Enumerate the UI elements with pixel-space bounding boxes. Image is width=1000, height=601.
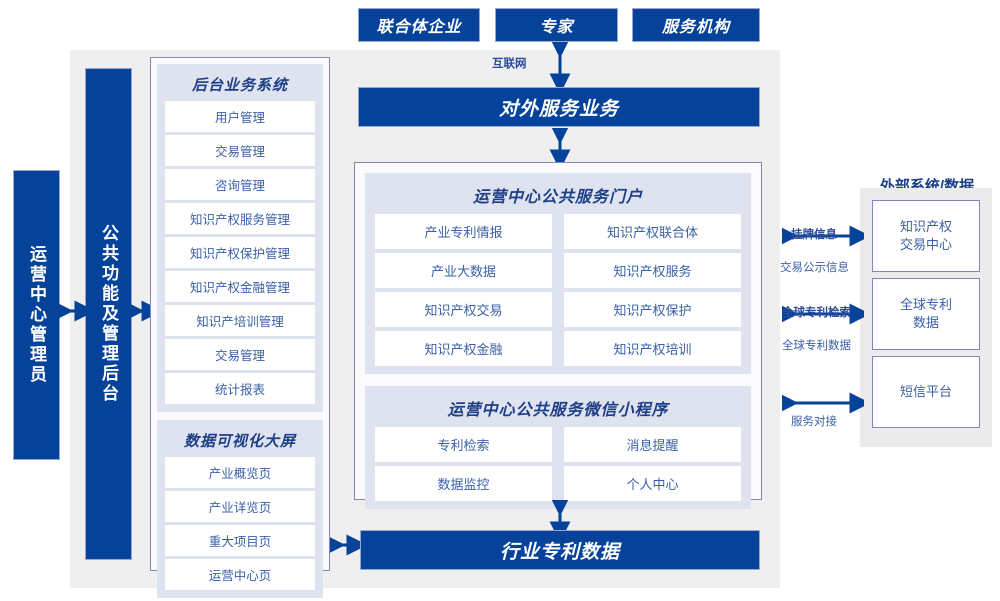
connector-label-transaction-public-info: 交易公示信息 <box>780 262 849 274</box>
external-box-global-patent-data-line2: 数据 <box>912 315 939 330</box>
portal-item-ip-service[interactable]: 知识产权服务 <box>564 253 741 288</box>
external-box-global-patent-data[interactable]: 全球专利 数据 <box>872 278 980 350</box>
external-box-ip-trading-center[interactable]: 知识产权 交易中心 <box>872 200 980 272</box>
miniprogram-item-message-reminder[interactable]: 消息提醒 <box>564 427 741 462</box>
miniprogram-item-personal-center[interactable]: 个人中心 <box>564 466 741 501</box>
backoffice-item-ip-protection-management[interactable]: 知识产权保护管理 <box>165 237 315 268</box>
backoffice-item-consulting-management[interactable]: 咨询管理 <box>165 169 315 200</box>
portal-panel-title: 运营中心公共服务门户 <box>472 189 643 206</box>
backoffice-item-transaction-management-2[interactable]: 交易管理 <box>165 339 315 370</box>
internet-connector-arrow <box>549 42 571 88</box>
dataviz-item-industry-detail[interactable]: 产业详览页 <box>165 491 315 522</box>
backoffice-item-transaction-management[interactable]: 交易管理 <box>165 135 315 166</box>
external-box-sms-platform-line1: 短信平台 <box>899 384 952 400</box>
dataviz-item-major-projects[interactable]: 重大项目页 <box>165 525 315 556</box>
portal-item-industry-patent-intel[interactable]: 产业专利情报 <box>375 214 552 249</box>
portal-item-ip-protection[interactable]: 知识产权保护 <box>564 292 741 327</box>
portal-item-grid: 产业专利情报 知识产权联合体 产业大数据 知识产权服务 知识产权交易 知识产权保… <box>375 214 741 366</box>
backend-to-backoffice-arrow <box>130 300 154 322</box>
rail-operations-center-admin[interactable]: 运营中心管理员 <box>13 170 60 460</box>
rail-common-function-backend[interactable]: 公共功能及管理后台 <box>85 68 132 560</box>
service-to-portal-arrow <box>549 128 571 164</box>
dataviz-item-industry-overview[interactable]: 产业概览页 <box>165 457 315 488</box>
industry-patent-data-bar[interactable]: 行业专利数据 <box>360 530 760 570</box>
external-systems-panel: 知识产权 交易中心 全球专利 数据 短信平台 <box>860 188 992 447</box>
connector-label-global-patent-data: 全球专利数据 <box>782 340 851 352</box>
portal-item-ip-finance[interactable]: 知识产权金融 <box>375 331 552 366</box>
public-service-portal-panel: 运营中心公共服务门户 产业专利情报 知识产权联合体 产业大数据 知识产权服务 知… <box>365 173 751 374</box>
portal-to-patentdata-arrow <box>549 500 571 536</box>
portal-container: 运营中心公共服务门户 产业专利情报 知识产权联合体 产业大数据 知识产权服务 知… <box>354 162 762 509</box>
portal-item-industry-bigdata[interactable]: 产业大数据 <box>375 253 552 288</box>
actor-box-union-enterprise[interactable]: 联合体企业 <box>358 8 480 42</box>
backoffice-container: 后台业务系统 用户管理 交易管理 咨询管理 知识产权服务管理 知识产权保护管理 … <box>150 57 330 598</box>
external-box-ip-trading-center-line1: 知识产权 <box>899 219 952 235</box>
backoffice-item-ip-service-management[interactable]: 知识产权服务管理 <box>165 203 315 234</box>
miniprogram-item-patent-search[interactable]: 专利检索 <box>375 427 552 462</box>
miniprogram-item-data-monitoring[interactable]: 数据监控 <box>375 466 552 501</box>
actor-box-service-agency[interactable]: 服务机构 <box>632 8 760 42</box>
external-service-business-bar[interactable]: 对外服务业务 <box>358 87 760 127</box>
connector-sms-arrow <box>782 392 864 414</box>
backoffice-item-statistics-report[interactable]: 统计报表 <box>165 373 315 404</box>
miniprogram-panel-title: 运营中心公共服务微信小程序 <box>447 402 669 419</box>
connector-label-service-docking: 服务对接 <box>791 416 837 428</box>
backoffice-business-system-panel: 后台业务系统 用户管理 交易管理 咨询管理 知识产权服务管理 知识产权保护管理 … <box>157 64 323 412</box>
backoffice-item-ip-finance-management[interactable]: 知识产权金融管理 <box>165 271 315 302</box>
external-box-ip-trading-center-line2: 交易中心 <box>899 237 952 252</box>
backoffice-panel-title: 后台业务系统 <box>191 77 288 94</box>
dataviz-item-operations-center[interactable]: 运营中心页 <box>165 559 315 590</box>
wechat-miniprogram-panel: 运营中心公共服务微信小程序 专利检索 消息提醒 数据监控 个人中心 <box>365 386 751 509</box>
backoffice-item-ip-training-management[interactable]: 知识产培训管理 <box>165 305 315 336</box>
portal-item-ip-union[interactable]: 知识产权联合体 <box>564 214 741 249</box>
admin-to-backend-arrow <box>58 300 88 322</box>
dataviz-panel: 数据可视化大屏 产业概览页 产业详览页 重大项目页 运营中心页 <box>157 420 323 598</box>
portal-item-ip-training[interactable]: 知识产权培训 <box>564 331 741 366</box>
portal-item-ip-transaction[interactable]: 知识产权交易 <box>375 292 552 327</box>
external-box-global-patent-data-line1: 全球专利 <box>899 297 952 313</box>
connector-ip-trading-arrow <box>782 225 864 247</box>
connector-label-global-patent-search: 全球专利检索 <box>782 307 851 319</box>
dataviz-panel-title: 数据可视化大屏 <box>183 433 296 450</box>
backoffice-item-user-management[interactable]: 用户管理 <box>165 101 315 132</box>
connector-global-patent-arrow <box>782 303 864 325</box>
miniprogram-item-grid: 专利检索 消息提醒 数据监控 个人中心 <box>375 427 741 501</box>
external-box-sms-platform[interactable]: 短信平台 <box>872 356 980 428</box>
backoffice-to-patentdata-arrow <box>330 534 360 556</box>
actor-box-expert[interactable]: 专家 <box>495 8 618 42</box>
internet-label: 互联网 <box>492 58 527 70</box>
connector-label-listing-info: 挂牌信息 <box>791 229 837 241</box>
